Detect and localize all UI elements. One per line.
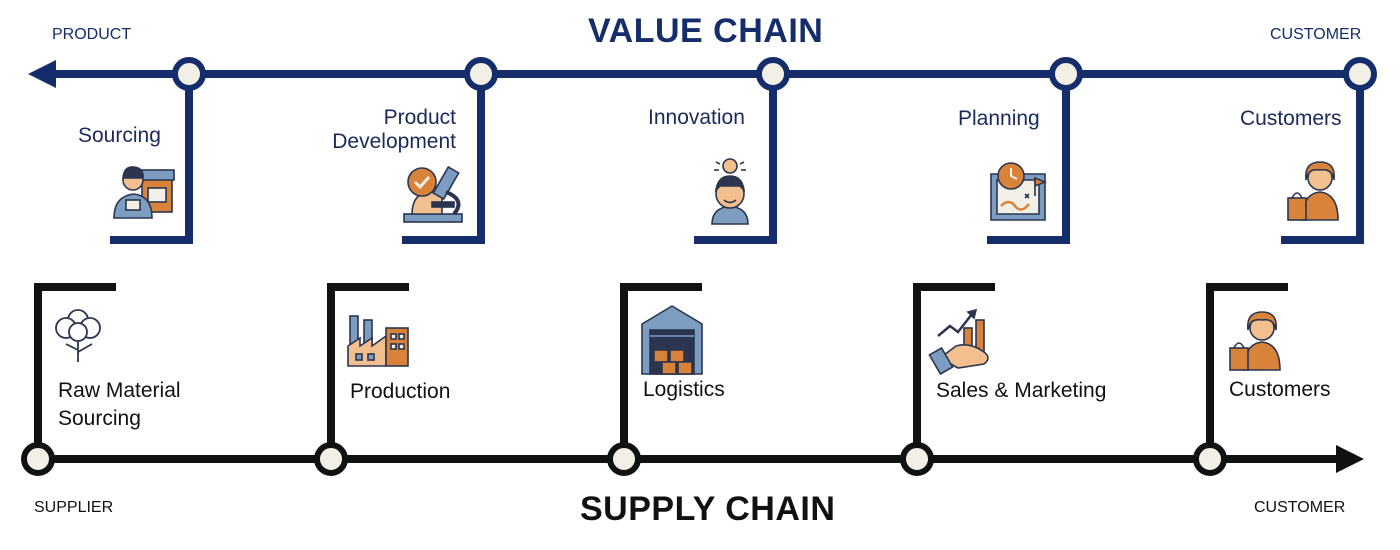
supply-chain-bracket-1: [34, 283, 116, 459]
value-chain-title: VALUE CHAIN: [588, 12, 824, 50]
sourcing-worker-icon: [113, 166, 175, 219]
cotton-plant-icon: [55, 309, 101, 362]
value-chain-stage-label: Customers: [1240, 107, 1342, 130]
idea-person-icon: [711, 158, 749, 225]
supply-chain-node-2: [314, 442, 348, 476]
value-chain-bracket-5: [1281, 74, 1364, 244]
supply-chain-bracket-5: [1206, 283, 1288, 459]
supply-chain-bracket-2: [327, 283, 409, 459]
value-chain-node-4: [1049, 57, 1083, 91]
supply-chain-node-1: [21, 442, 55, 476]
value-chain-node-3: [756, 57, 790, 91]
value-chain-stage-label: Planning: [958, 107, 1040, 130]
value-chain-arrowhead-left: [28, 60, 56, 88]
supply-chain-bracket-4: [913, 283, 995, 459]
value-chain-bracket-1: [110, 74, 193, 244]
supply-chain-arrowhead-right: [1336, 445, 1364, 473]
shopper-icon: [1287, 161, 1339, 221]
microscope-icon: [403, 165, 463, 223]
value-chain-stage-label: Innovation: [648, 106, 745, 129]
supply-chain-node-3: [607, 442, 641, 476]
supply-chain-stage-label: Logistics: [643, 378, 725, 401]
value-chain-bracket-3: [694, 74, 777, 244]
value-chain-bracket-4: [987, 74, 1070, 244]
growth-hand-icon: [928, 308, 989, 376]
warehouse-icon: [641, 305, 703, 375]
supply-chain-right-end-label: CUSTOMER: [1254, 499, 1346, 516]
supply-chain-stage-label: Raw Material Sourcing: [58, 379, 181, 430]
value-chain-right-end-label: CUSTOMER: [1270, 26, 1362, 43]
supply-chain-bracket-3: [620, 283, 702, 459]
value-chain-stage-label: Sourcing: [78, 124, 161, 147]
supply-chain-node-5: [1193, 442, 1227, 476]
supply-chain-stage-label: Customers: [1229, 378, 1331, 401]
value-chain-node-5: [1343, 57, 1377, 91]
factory-icon: [347, 315, 409, 367]
value-chain-node-1: [172, 57, 206, 91]
supply-chain-stage-label: Production: [350, 380, 451, 403]
value-chain-node-2: [464, 57, 498, 91]
supply-chain-title: SUPPLY CHAIN: [580, 490, 836, 528]
supply-chain-stage-label: Sales & Marketing: [936, 379, 1107, 402]
shopper-icon: [1229, 311, 1281, 371]
planning-map-icon: [990, 162, 1048, 221]
value-chain-left-end-label: PRODUCT: [52, 26, 132, 43]
supply-chain-left-end-label: SUPPLIER: [34, 499, 114, 516]
value-chain-track: [52, 70, 1364, 244]
supply-chain-node-4: [900, 442, 934, 476]
value-chain-stage-label: Product Development: [332, 106, 456, 153]
value-chain-bracket-2: [402, 74, 485, 244]
supply-chain-track: [34, 283, 1340, 463]
